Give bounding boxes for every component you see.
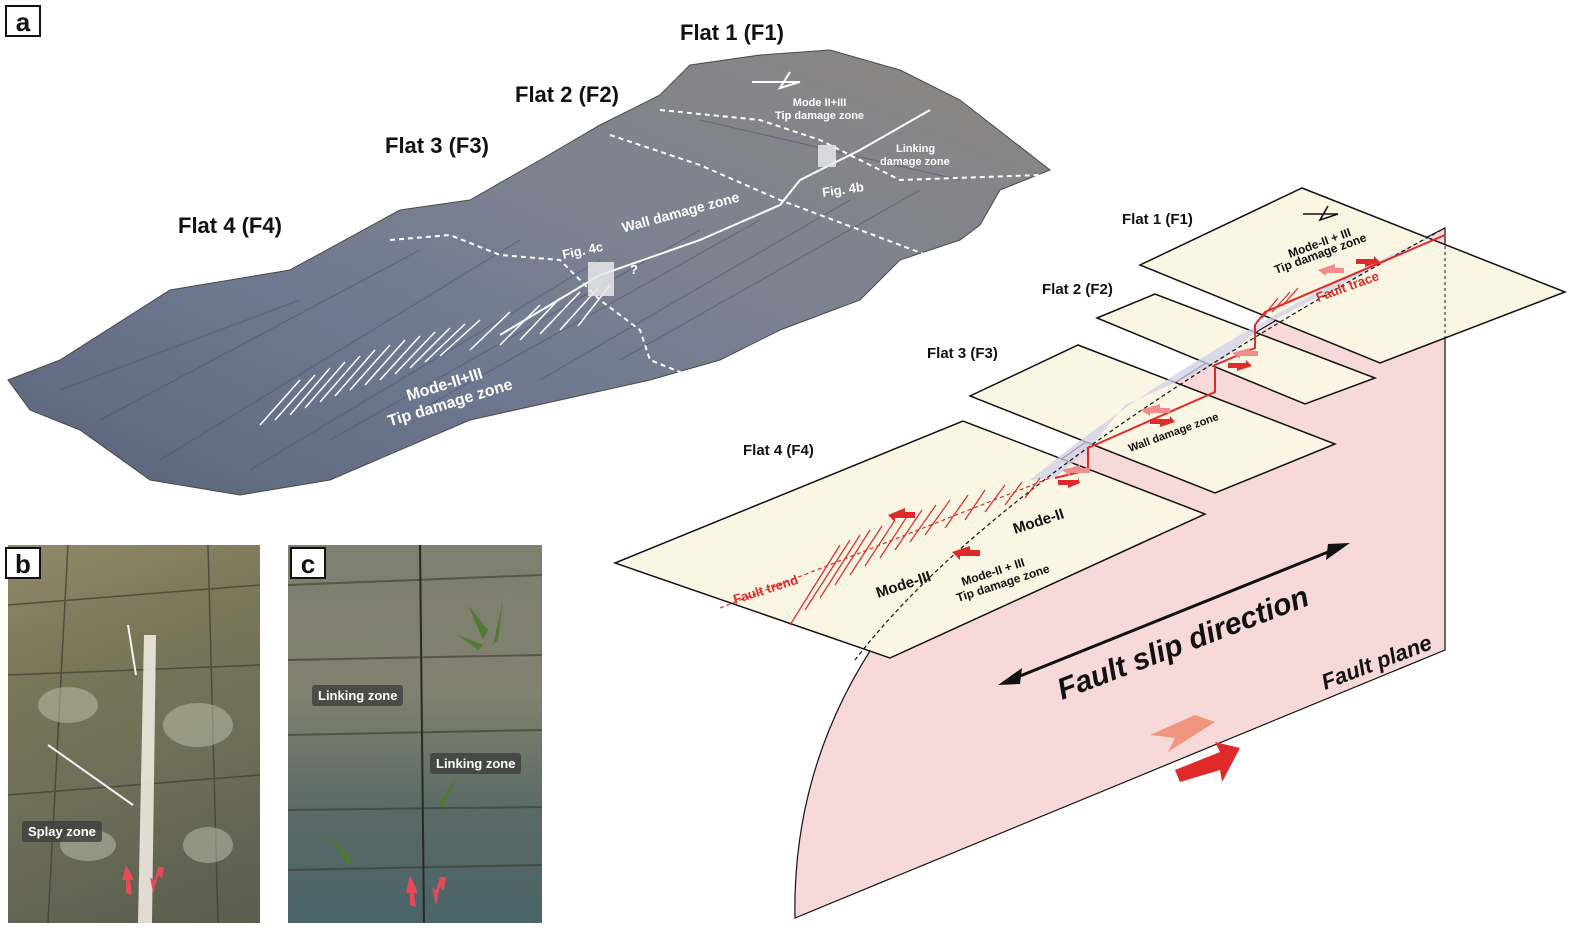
linking-zone-tag-1: Linking zone [312, 685, 404, 706]
diagram-flat2-label: Flat 2 (F2) [1042, 281, 1113, 298]
diagram-flat4-label: Flat 4 (F4) [743, 442, 814, 459]
fig4c-marker [588, 262, 614, 296]
diagram-flat1-label: Flat 1 (F1) [1122, 211, 1193, 228]
panel-label-b: b [5, 547, 41, 579]
fault-trend-line [719, 477, 1051, 609]
slip-arrow-left [122, 865, 134, 895]
fault-trace [1054, 234, 1446, 479]
big-slip-arrow-upper [1150, 715, 1215, 752]
splay-zone-tag: Splay zone [22, 821, 102, 842]
slip-arrow-right-c [432, 877, 446, 905]
slip-arrows-small [888, 256, 1380, 560]
fig4b-marker [818, 145, 836, 167]
linking-zone-tag-2: Linking zone [430, 753, 522, 774]
photo-flat1-label: Flat 1 (F1) [680, 20, 784, 45]
panel-label-c: c [290, 547, 326, 579]
photo-tip-zone-top-label: Mode II+III Tip damage zone [775, 97, 865, 122]
slip-arrow-left-c [406, 875, 418, 907]
panel-label-a: a [5, 5, 41, 37]
big-slip-arrow-lower [1175, 742, 1240, 782]
north-arrow-icon-diagram [1303, 205, 1339, 222]
photo-b: Splay zone [8, 545, 260, 923]
damage-zone-overlay [1030, 230, 1445, 480]
north-arrow-icon [752, 71, 801, 90]
flat2-plane [1095, 293, 1378, 405]
slip-arrow-right [150, 867, 164, 893]
photo-flat3-label: Flat 3 (F3) [385, 133, 489, 158]
photo-question-mark: ? [630, 262, 638, 277]
photo-flat2-label: Flat 2 (F2) [515, 82, 619, 107]
fault-trace-photo [499, 109, 931, 336]
flat4-plane [612, 420, 1207, 659]
splay-fracture-tape [138, 635, 156, 923]
outcrop-surface [7, 49, 1051, 496]
outcrop-model [7, 49, 1051, 496]
photo-c: Linking zone Linking zone [288, 545, 542, 923]
diagram-flat3-label: Flat 3 (F3) [927, 345, 998, 362]
slip-direction-arrow [998, 543, 1350, 685]
photo-linking-label: Linking damage zone [880, 143, 950, 168]
photo-flat4-label: Flat 4 (F4) [178, 213, 282, 238]
